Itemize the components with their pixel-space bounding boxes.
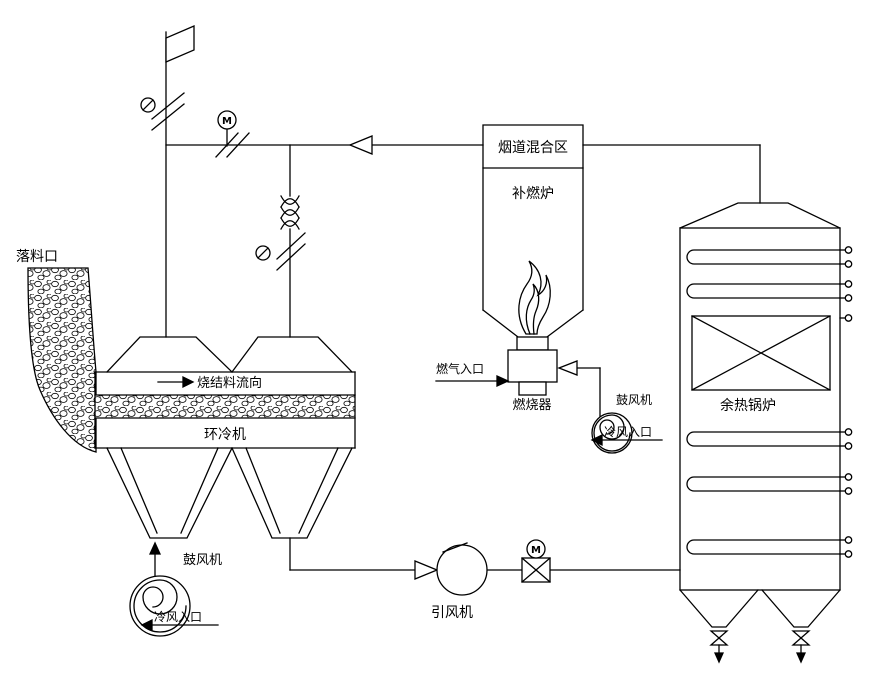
boiler-roof	[679, 202, 841, 229]
blower-left-housing	[129, 575, 191, 637]
boiler-shell	[679, 227, 841, 591]
motor-label-bottom: M	[531, 545, 541, 556]
expansion-joint-icon	[280, 195, 300, 230]
cold-air-inlet-right-label: 冷风入口	[604, 425, 652, 439]
fan-inlet-arrow-icon	[414, 560, 439, 580]
burner-tip	[518, 381, 547, 396]
ring-cooler-label: 环冷机	[204, 427, 246, 443]
blower-left-label: 鼓风机	[183, 553, 222, 568]
gas-inlet-label: 燃气入口	[436, 361, 484, 376]
burner-assembly: 燃烧器	[507, 336, 558, 413]
boiler-coil-3	[686, 431, 841, 447]
blower-left: 鼓风机 冷风入口	[129, 541, 222, 637]
blower-right: 鼓风机 冷风入口	[590, 393, 663, 454]
cooler-hood-left	[106, 336, 233, 373]
sinter-flow-arrow-icon	[182, 375, 195, 389]
cold-air-left-arrow-icon	[140, 618, 153, 632]
drop-chute: 落料口	[16, 249, 97, 453]
waste-heat-boiler: 余热锅炉	[679, 202, 853, 664]
burner-air-arrow-icon	[557, 360, 578, 376]
waste-heat-boiler-label: 余热锅炉	[720, 397, 776, 414]
burner-neck	[516, 336, 549, 351]
induced-draft-fan: 引风机	[414, 542, 488, 621]
boiler-evaporator-section	[691, 315, 831, 391]
burner-body	[507, 349, 558, 383]
boiler-hopper-left	[679, 589, 759, 628]
blower-right-label: 鼓风机	[616, 393, 652, 407]
sinter-flow-label: 烧结料流向	[197, 375, 262, 391]
boiler-coil-4	[686, 476, 841, 492]
boiler-coil-2	[686, 283, 841, 299]
motor-valve-bottom-icon: M	[521, 539, 551, 583]
gas-inlet-annotation: 燃气入口	[435, 361, 510, 388]
fan-tangent	[442, 542, 468, 553]
chute-shape	[27, 267, 97, 453]
drain-valve-right-icon	[791, 630, 811, 664]
blower-left-spiral-icon	[133, 579, 187, 633]
flow-arrow-west-icon	[348, 135, 373, 155]
boiler-coil-5	[686, 539, 841, 555]
id-fan-label: 引风机	[431, 605, 473, 621]
flue-mixing-zone-label: 烟道混合区	[498, 140, 568, 156]
cooler-hopper-left	[106, 447, 233, 539]
flag-icon	[165, 25, 195, 63]
motor-label-top: M	[222, 116, 232, 127]
cooler-hopper-right	[231, 447, 353, 539]
vessel-shell	[482, 124, 584, 311]
butterfly-valve-mid-icon	[255, 232, 306, 271]
afterburner-label: 补燃炉	[512, 185, 554, 202]
drain-valve-left-icon	[709, 630, 729, 664]
fan-housing	[436, 544, 488, 596]
sinter-bed	[95, 395, 355, 418]
blower-right-spiral-icon	[593, 414, 631, 452]
funnel-left	[482, 309, 519, 338]
pipework	[165, 31, 761, 571]
drop-inlet-label: 落料口	[16, 249, 58, 265]
motor-valve-top-icon: M	[215, 110, 250, 158]
afterburner-vessel: 烟道混合区 补燃炉	[482, 124, 584, 338]
burner-label: 燃烧器	[512, 397, 551, 413]
blower-left-outlet-arrow-icon	[148, 541, 162, 555]
ring-cooler: 烧结料流向 环冷机	[94, 336, 356, 539]
gas-inlet-arrow-icon	[496, 374, 510, 388]
funnel-right	[546, 309, 584, 338]
butterfly-valve-top-icon	[140, 92, 185, 131]
flame-icon	[518, 260, 551, 335]
boiler-header-nozzles	[839, 246, 853, 558]
cold-air-right-arrow-icon	[590, 433, 603, 447]
cold-air-inlet-left-label: 冷风入口	[154, 610, 202, 624]
boiler-hopper-right	[761, 589, 841, 628]
cooler-hood-right	[231, 336, 353, 373]
boiler-coil-1	[686, 249, 841, 265]
